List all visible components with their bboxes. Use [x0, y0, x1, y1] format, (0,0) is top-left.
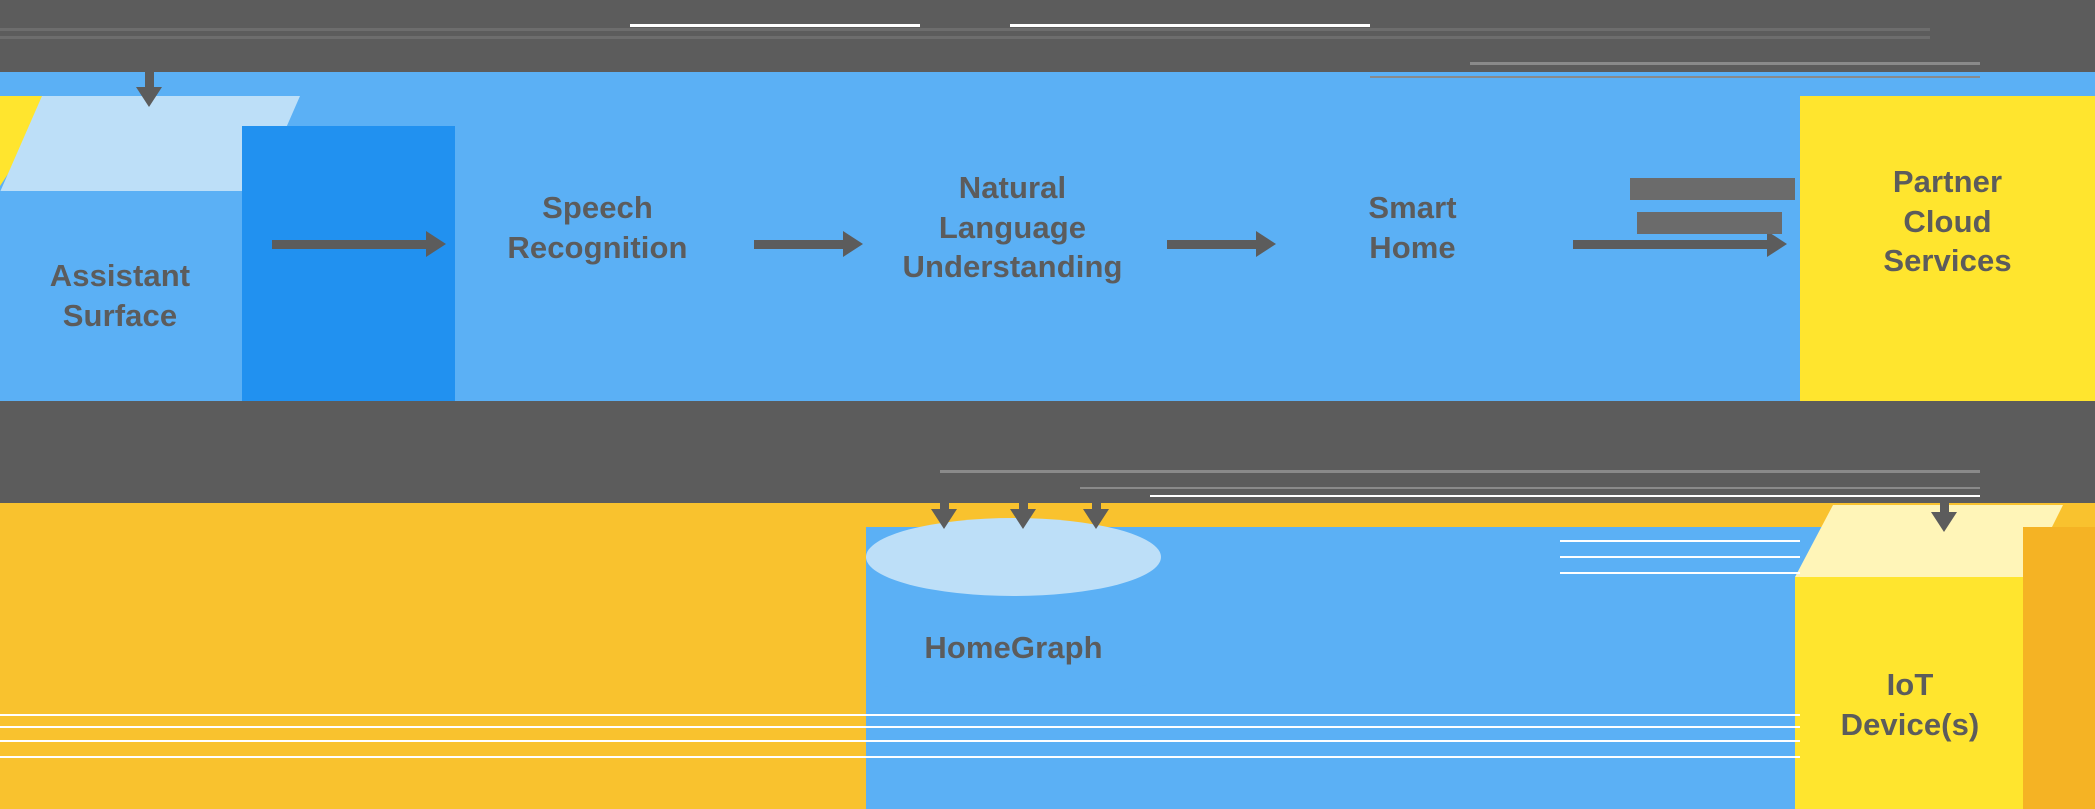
edge-into-iot-devices	[1931, 455, 1957, 532]
occlusion-scanline-right-2	[1560, 556, 1800, 558]
edge-into-assistant-surface	[136, 40, 162, 107]
node-assistant-surface[interactable]: Assistant Surface	[0, 96, 455, 401]
occlusion-scanline-1	[0, 714, 1800, 716]
edge-smarthome-to-partner	[1573, 231, 1787, 257]
occlusion-scanline-2	[0, 726, 1800, 728]
edge-into-homegraph-2	[1010, 455, 1036, 529]
edge-surface-to-speech	[272, 231, 446, 257]
iot-side-face	[2023, 527, 2095, 809]
node-label-homegraph: HomeGraph	[924, 630, 1103, 665]
occlusion-right-rule	[1470, 62, 1980, 65]
occlusion-top-band	[0, 0, 2095, 24]
node-label-partner-cloud: Partner Cloud Services	[1883, 164, 2012, 279]
node-label-assistant-surface: Assistant Surface	[49, 258, 191, 333]
node-homegraph[interactable]: HomeGraph	[866, 518, 1161, 713]
occlusion-caption-2	[1637, 212, 1782, 234]
node-iot-devices[interactable]: IoT Device(s)	[1795, 505, 2095, 809]
occlusion-scanline-right-1	[1560, 540, 1800, 542]
edge-into-homegraph-1	[931, 455, 957, 529]
occlusion-top-highlight	[630, 24, 920, 27]
iot-top-face	[1795, 505, 2063, 577]
iot-front-face	[1795, 577, 2023, 809]
homegraph-cylinder-top	[866, 518, 1161, 596]
edge-into-homegraph-3	[1083, 455, 1109, 529]
node-label-speech-recognition: Speech Recognition	[507, 190, 688, 265]
occlusion-middle-highlight	[1150, 495, 1980, 497]
occlusion-caption-1	[1630, 178, 1795, 200]
node-speech-recognition[interactable]: Speech Recognition	[455, 96, 740, 401]
occlusion-right-rule-2	[1370, 76, 1980, 78]
node-label-smart-home: Smart Home	[1368, 190, 1457, 265]
node-smart-home[interactable]: Smart Home	[1290, 96, 1535, 401]
occlusion-top-highlight-2	[1010, 24, 1370, 27]
occlusion-top-rule-2	[0, 36, 1930, 39]
node-nlu[interactable]: Natural Language Understanding	[870, 96, 1155, 401]
occlusion-scanline-right-3	[1560, 572, 1800, 574]
occlusion-top-rule-1	[0, 28, 1930, 31]
edge-speech-to-nlu	[754, 231, 863, 257]
occlusion-scanline-4	[0, 756, 1800, 758]
node-label-iot-devices: IoT Device(s)	[1840, 667, 1980, 742]
occlusion-middle-rule-1	[940, 470, 1980, 473]
node-partner-cloud[interactable]: Partner Cloud Services	[1800, 96, 2095, 401]
assistant-surface-front-face	[0, 191, 242, 401]
assistant-surface-side-face	[242, 126, 455, 401]
occlusion-scanline-3	[0, 740, 1800, 742]
node-label-nlu: Natural Language Understanding	[902, 170, 1123, 285]
occlusion-middle-rule-2	[1080, 487, 1980, 489]
edge-nlu-to-smarthome	[1167, 231, 1276, 257]
